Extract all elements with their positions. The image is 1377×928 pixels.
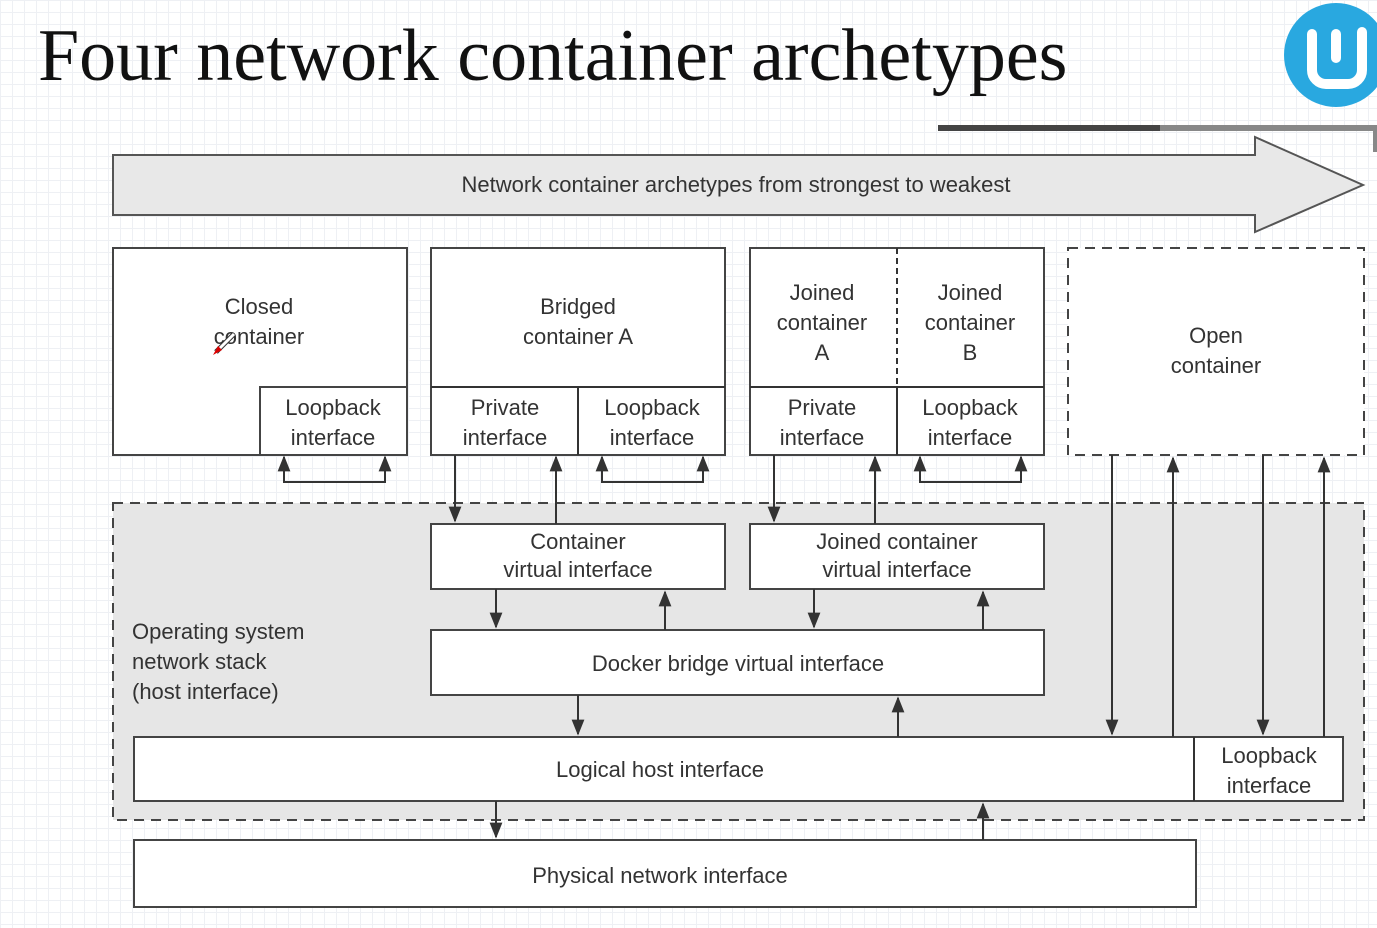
- svg-text:Loopback: Loopback: [285, 395, 381, 420]
- container-virtual-interface: Container virtual interface: [430, 523, 726, 590]
- svg-text:Container: Container: [530, 529, 625, 554]
- host-loopback-interface: Loopback: [1221, 743, 1317, 768]
- svg-text:container: container: [214, 324, 305, 349]
- svg-text:interface: interface: [610, 425, 694, 450]
- strength-arrow: Network container archetypes from strong…: [112, 135, 1366, 234]
- svg-text:interface: interface: [780, 425, 864, 450]
- svg-text:Private: Private: [471, 395, 539, 420]
- svg-text:network stack: network stack: [132, 649, 267, 674]
- closed-loopback-interface: [259, 386, 408, 456]
- joined-virtual-interface: Joined container virtual interface: [749, 523, 1045, 590]
- svg-text:Operating system: Operating system: [132, 619, 304, 644]
- svg-text:interface: interface: [291, 425, 375, 450]
- slide-title: Four network container archetypes: [38, 15, 1067, 97]
- svg-text:interface: interface: [928, 425, 1012, 450]
- svg-text:Joined: Joined: [938, 280, 1003, 305]
- svg-text:Loopback: Loopback: [922, 395, 1018, 420]
- open-container: Open container: [1067, 247, 1365, 456]
- svg-text:container A: container A: [523, 324, 633, 349]
- svg-text:Open: Open: [1189, 323, 1243, 348]
- banner-label: Network container archetypes from strong…: [461, 172, 1010, 197]
- bridged-container: Bridged container A Private interface Lo…: [430, 247, 726, 456]
- pen-cursor-icon: [213, 332, 236, 355]
- svg-text:Logical host interface: Logical host interface: [556, 757, 764, 782]
- svg-text:container: container: [1171, 353, 1262, 378]
- svg-text:Physical network interface: Physical network interface: [532, 863, 788, 888]
- svg-text:A: A: [815, 340, 830, 365]
- svg-text:Bridged: Bridged: [540, 294, 616, 319]
- logo-icon: [1284, 3, 1377, 107]
- svg-text:Joined container: Joined container: [816, 529, 977, 554]
- svg-text:container: container: [777, 310, 868, 335]
- logical-host-interface: Logical host interface Loopback interfac…: [133, 736, 1344, 802]
- svg-text:Private: Private: [788, 395, 856, 420]
- svg-text:Joined: Joined: [790, 280, 855, 305]
- svg-text:B: B: [963, 340, 978, 365]
- connector-arrows: [277, 455, 1331, 840]
- svg-text:Loopback: Loopback: [604, 395, 700, 420]
- svg-text:interface: interface: [1227, 773, 1311, 798]
- svg-text:virtual interface: virtual interface: [503, 557, 652, 582]
- joined-containers: Joined container A Joined container B Pr…: [749, 247, 1045, 456]
- svg-text:virtual interface: virtual interface: [822, 557, 971, 582]
- physical-network-interface: Physical network interface: [133, 839, 1197, 908]
- svg-text:(host interface): (host interface): [132, 679, 279, 704]
- closed-container: Closed container Loopback interface: [112, 247, 408, 456]
- docker-bridge-interface: Docker bridge virtual interface: [430, 629, 1045, 696]
- svg-text:Docker bridge virtual interfac: Docker bridge virtual interface: [592, 651, 884, 676]
- closed-label: Closed: [225, 294, 293, 319]
- svg-text:container: container: [925, 310, 1016, 335]
- svg-text:interface: interface: [463, 425, 547, 450]
